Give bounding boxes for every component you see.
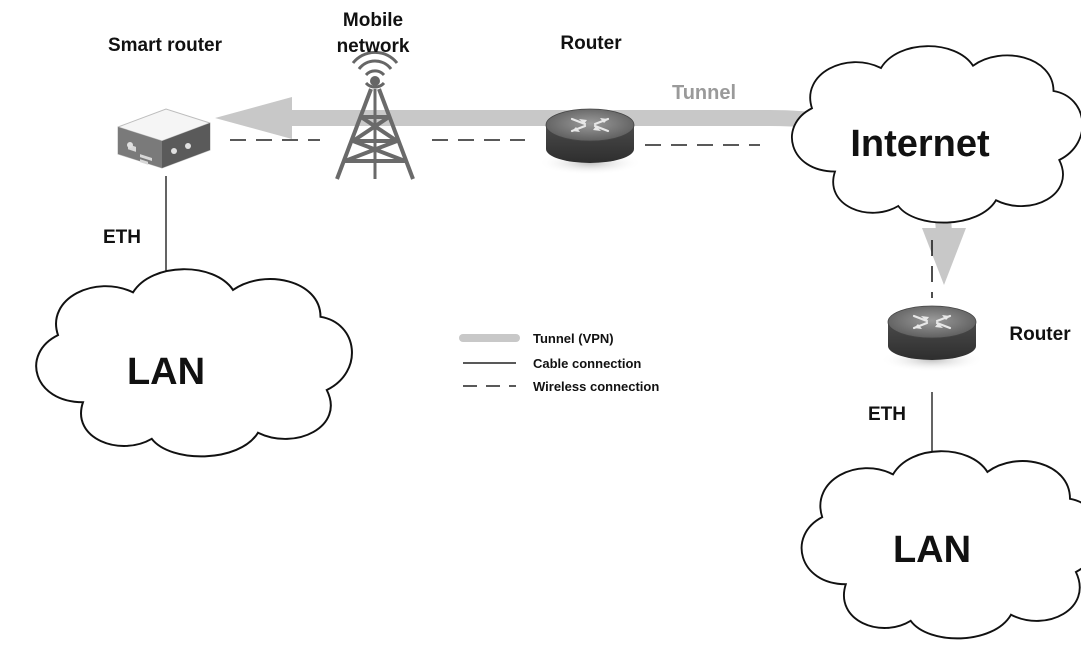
tunnel-label: Tunnel [672,82,736,104]
legend: Tunnel (VPN) Cable connection Wireless c… [459,331,659,394]
eth-left-label: ETH [103,227,141,248]
cable-links [165,176,933,455]
lan-right-label: LAN [893,529,971,571]
router-icon [878,304,986,374]
wireless-links [230,139,933,298]
smart-router-label: Smart router [108,35,223,56]
cell-tower-icon [335,50,415,180]
mobile-network-label-line2: network [337,36,410,57]
eth-right-label: ETH [868,404,906,425]
legend-cable-label: Cable connection [533,356,641,371]
router-top-label: Router [560,33,622,54]
smart-router-icon [117,108,211,169]
internet-label: Internet [850,123,990,165]
legend-wireless-label: Wireless connection [533,379,659,394]
router-icon [536,107,644,177]
mobile-network-label-line1: Mobile [343,10,403,31]
legend-tunnel-label: Tunnel (VPN) [533,331,614,346]
lan-left-label: LAN [127,351,205,393]
router-right-label: Router [1009,324,1071,345]
